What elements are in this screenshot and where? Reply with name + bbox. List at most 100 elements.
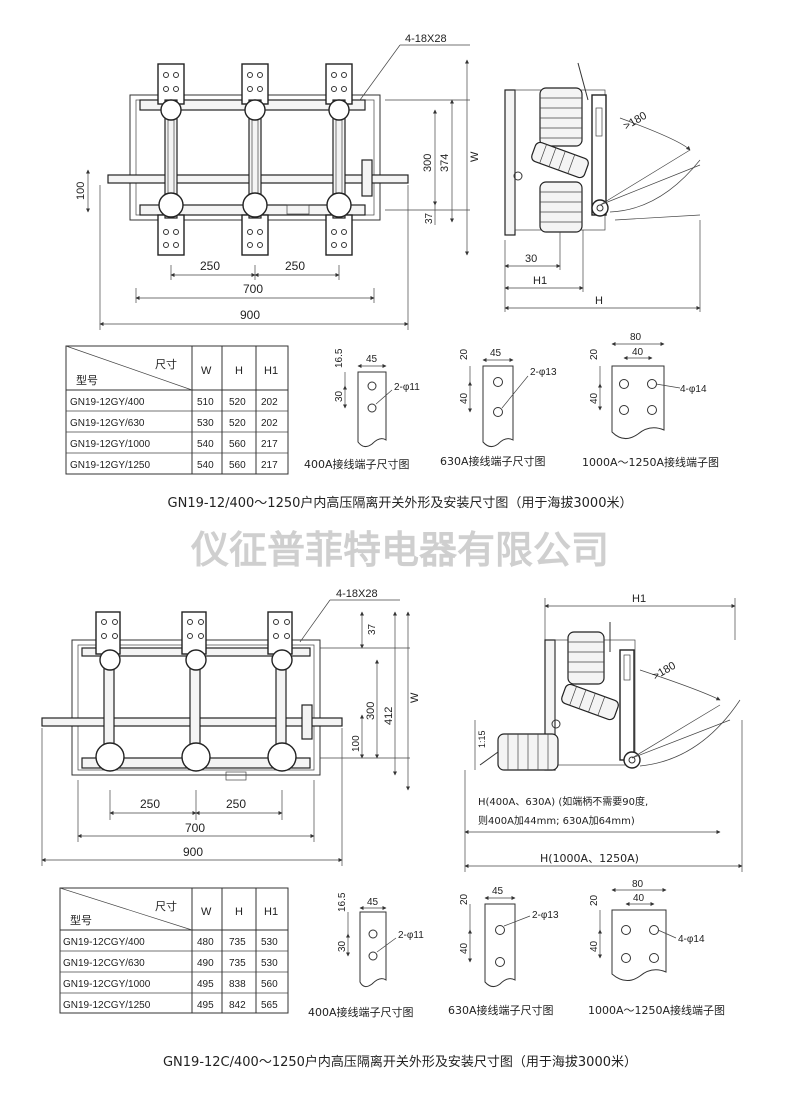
dim-700: 700 xyxy=(243,282,263,296)
dim-250-b: 250 xyxy=(226,797,246,811)
table-col-H1: H1 xyxy=(264,906,278,918)
table-cell: GN19-12CGY/1250 xyxy=(63,1000,151,1011)
table-cell: 520 xyxy=(229,418,246,429)
table-cell: 530 xyxy=(261,958,278,969)
bottom-spec-table: 尺寸 型号 W H H1 GN19-12CGY/400 480 735 530 … xyxy=(59,887,289,1014)
table-cell: 560 xyxy=(229,460,246,471)
dim-100: 100 xyxy=(75,182,87,200)
svg-text:40: 40 xyxy=(589,940,600,952)
table-cell: 565 xyxy=(261,1000,278,1011)
bottom-front-view: 4-18X28 250 250 700 900 37 300 412 W 100 xyxy=(41,588,421,866)
top-side-view: >180 30 H1 H xyxy=(504,62,701,312)
side-H1: H1 xyxy=(632,593,646,605)
bottom-terminal-400a: 45 16.5 30 2-φ11 400A接线端子尺寸图 xyxy=(308,892,424,1019)
svg-text:45: 45 xyxy=(492,886,504,897)
table-col-W: W xyxy=(201,365,212,377)
table-cell: 560 xyxy=(261,979,278,990)
top-caption: GN19-12/400～1250户内高压隔离开关外形及安装尺寸图（用于海拔300… xyxy=(168,495,633,511)
dim-412: 412 xyxy=(383,707,395,725)
side-note-3: H(1000A、1250A) xyxy=(540,852,639,865)
dim-37: 37 xyxy=(367,623,378,635)
pole-1 xyxy=(157,63,185,256)
pole-2 xyxy=(181,611,211,772)
terminal-caption: 1000A～1250A接线端子图 xyxy=(588,1003,725,1017)
insulator-diagonal xyxy=(561,683,619,721)
svg-text:45: 45 xyxy=(367,897,379,908)
terminal-caption: 630A接线端子尺寸图 xyxy=(440,454,546,468)
dim-250-a: 250 xyxy=(200,259,220,273)
dim-250-b: 250 xyxy=(285,259,305,273)
side-angle: >180 xyxy=(651,660,678,683)
pole-3 xyxy=(267,611,297,772)
terminal-caption: 400A接线端子尺寸图 xyxy=(308,1005,414,1019)
dim-900: 900 xyxy=(183,845,203,859)
table-header-size: 尺寸 xyxy=(155,357,177,371)
table-col-H: H xyxy=(235,365,243,377)
insulator-upper xyxy=(567,631,605,685)
side-note-1: H(400A、630A) (如端柄不需要90度, xyxy=(478,795,648,808)
svg-text:20: 20 xyxy=(459,348,470,360)
insulator-lower xyxy=(497,733,559,771)
table-cell: 838 xyxy=(229,979,246,990)
table-cell: 560 xyxy=(229,439,246,450)
side-H: H xyxy=(595,295,603,307)
table-cell: GN19-12CGY/400 xyxy=(63,937,145,948)
dim-W: W xyxy=(469,151,481,162)
terminal-caption: 630A接线端子尺寸图 xyxy=(448,1003,554,1017)
table-cell: GN19-12GY/1250 xyxy=(70,460,150,471)
terminal-caption: 1000A～1250A接线端子图 xyxy=(582,455,719,469)
pole-1 xyxy=(95,611,125,772)
svg-text:80: 80 xyxy=(630,332,642,343)
svg-text:40: 40 xyxy=(589,392,600,404)
table-cell: 490 xyxy=(197,958,214,969)
table-cell: 510 xyxy=(197,397,214,408)
svg-text:2-φ11: 2-φ11 xyxy=(398,930,424,941)
top-terminal-630a: 45 20 40 2-φ13 630A接线端子尺寸图 xyxy=(440,348,557,468)
table-cell: 540 xyxy=(197,460,214,471)
bottom-terminal-630a: 45 20 40 2-φ13 630A接线端子尺寸图 xyxy=(448,886,559,1017)
table-cell: 217 xyxy=(261,460,278,471)
side-H1: H1 xyxy=(533,275,547,287)
svg-text:80: 80 xyxy=(632,879,644,890)
top-terminal-400a: 45 16.5 30 2-φ11 400A接线端子尺寸图 xyxy=(304,348,420,471)
table-cell: GN19-12GY/400 xyxy=(70,397,145,408)
table-header-model: 型号 xyxy=(76,373,98,387)
table-header-model: 型号 xyxy=(70,913,92,927)
svg-text:20: 20 xyxy=(459,893,470,905)
svg-text:30: 30 xyxy=(334,390,345,402)
insulator-upper xyxy=(539,87,583,147)
side-d30: 30 xyxy=(525,253,537,265)
svg-text:40: 40 xyxy=(632,347,644,358)
table-cell: 735 xyxy=(229,937,246,948)
svg-text:40: 40 xyxy=(633,893,645,904)
top-front-view: 4-18X28 250 250 700 900 100 300 374 W 37 xyxy=(75,33,481,330)
watermark: 仪征普菲特电器有限公司 xyxy=(190,528,609,572)
terminal-caption: 400A接线端子尺寸图 xyxy=(304,457,410,471)
table-cell: 495 xyxy=(197,979,214,990)
svg-text:16.5: 16.5 xyxy=(334,348,345,368)
svg-text:20: 20 xyxy=(589,894,600,906)
table-cell: 495 xyxy=(197,1000,214,1011)
table-cell: 520 xyxy=(229,397,246,408)
table-cell: 842 xyxy=(229,1000,246,1011)
table-cell: GN19-12GY/630 xyxy=(70,418,145,429)
svg-text:40: 40 xyxy=(459,942,470,954)
table-col-W: W xyxy=(201,906,212,918)
dim-300: 300 xyxy=(365,702,377,720)
svg-text:4-φ14: 4-φ14 xyxy=(680,384,707,395)
svg-text:2-φ13: 2-φ13 xyxy=(532,910,559,921)
pole-3 xyxy=(325,63,353,256)
bottom-terminal-1000a: 80 40 20 40 4-φ14 1000A～1250A接线端子图 xyxy=(588,879,725,1017)
top-spec-table: 尺寸 型号 W H H1 GN19-12GY/400 510 520 202 G… xyxy=(65,345,289,475)
svg-text:30: 30 xyxy=(337,940,348,952)
svg-text:40: 40 xyxy=(459,392,470,404)
dim-37: 37 xyxy=(424,212,435,224)
dim-700: 700 xyxy=(185,821,205,835)
side-angle: >180 xyxy=(622,110,649,133)
svg-text:16.5: 16.5 xyxy=(337,892,348,912)
table-col-H1: H1 xyxy=(264,365,278,377)
insulator-diagonal xyxy=(531,141,589,179)
table-cell: 217 xyxy=(261,439,278,450)
dim-900: 900 xyxy=(240,308,260,322)
